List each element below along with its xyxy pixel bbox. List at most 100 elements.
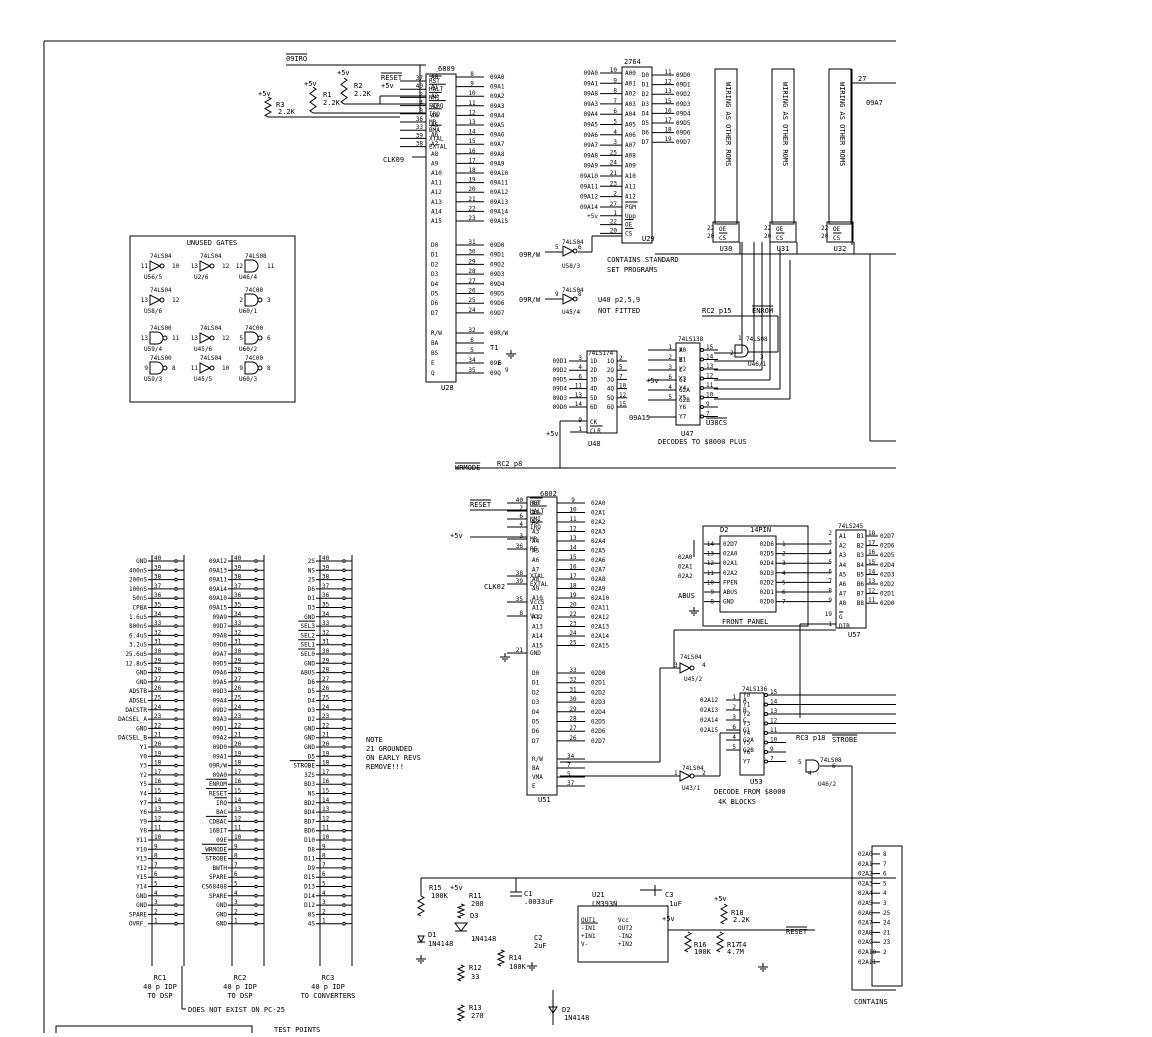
label: A3 xyxy=(839,552,847,559)
label: +5v xyxy=(587,213,598,220)
rc2-pin-label: 09A8 xyxy=(213,632,228,639)
label: R/W xyxy=(431,330,442,337)
rc3-pin-label: 3ZS xyxy=(304,772,315,779)
label: Y1 xyxy=(679,357,687,364)
label: A05 xyxy=(625,122,636,129)
output-bubble xyxy=(700,395,704,400)
rc1-pin-label: Y8 xyxy=(140,828,148,835)
label: 2 xyxy=(732,704,736,711)
rc3-pin-label: GND xyxy=(304,735,315,742)
label: 02A0 xyxy=(723,551,738,558)
label: 10 xyxy=(154,834,162,841)
unused-inverter xyxy=(199,332,212,344)
pin-dot xyxy=(254,680,258,684)
rc3-pin-label: D9 xyxy=(308,865,316,872)
label: 21 xyxy=(883,929,891,936)
pin-dot xyxy=(342,773,346,777)
pin-dot xyxy=(342,791,346,796)
pin-dot xyxy=(254,838,258,842)
u46-2-and-gate xyxy=(805,759,820,773)
label: 16 xyxy=(154,778,162,785)
label: ENROM xyxy=(752,307,773,315)
label: XTAL xyxy=(530,573,545,580)
label: Y2 xyxy=(743,711,751,718)
pin-dot xyxy=(174,596,178,601)
label: 09D7 xyxy=(676,139,691,146)
label: 2764 xyxy=(624,58,641,66)
label: 02A2 xyxy=(591,519,606,526)
pin-dot xyxy=(342,801,346,805)
label: 28 xyxy=(234,667,242,674)
label: 15 xyxy=(619,401,627,408)
rom-wiring-note: WIRING AS OTHER ROMS xyxy=(781,82,789,166)
pin-dot xyxy=(174,838,178,842)
label: U45/2 xyxy=(684,676,702,683)
label: 09A10 xyxy=(580,173,598,180)
label: 20 xyxy=(154,741,162,748)
label: 25 xyxy=(234,695,242,702)
label: 4 xyxy=(883,890,887,897)
label: A10 xyxy=(532,595,543,602)
label: A4 xyxy=(431,112,439,119)
label: 13 xyxy=(664,88,672,95)
label: CLR xyxy=(590,428,601,435)
rc1-pin-label: 800nS xyxy=(129,623,147,630)
label: 27 xyxy=(858,75,866,83)
label: 24 xyxy=(234,704,242,711)
rc2-pin-label: BWTH xyxy=(213,865,228,872)
label: RST xyxy=(530,500,541,507)
label: 02A5 xyxy=(858,900,873,907)
pin-dot xyxy=(174,884,178,889)
label: 34 xyxy=(468,357,476,364)
front-panel-box xyxy=(702,525,809,627)
label: A14 xyxy=(532,633,543,640)
output-bubble xyxy=(764,712,768,716)
label: U30 xyxy=(720,245,733,253)
rc1-pin-label: Y11 xyxy=(136,837,147,844)
label: 40 xyxy=(154,555,162,562)
pin-dot xyxy=(174,680,178,684)
label: 8 xyxy=(234,853,238,860)
label: U57 xyxy=(848,631,861,639)
pin-dot xyxy=(174,894,178,898)
label: 18 xyxy=(322,760,330,767)
label: CONTAINS STANDARD xyxy=(607,256,679,264)
label: R12 xyxy=(469,964,482,972)
label: 74C00 xyxy=(245,325,263,332)
label: 20 xyxy=(610,227,618,234)
label: 29 xyxy=(234,657,242,664)
rc1-pin-label: 12.8uS xyxy=(125,660,147,667)
label: OE xyxy=(833,226,841,233)
label: 09A0 xyxy=(490,74,505,81)
label: 3D xyxy=(590,376,598,383)
label: RESET xyxy=(381,74,403,82)
label: 14 xyxy=(468,129,476,136)
label: 09A7 xyxy=(584,142,599,149)
label: 39 xyxy=(322,564,330,571)
label: 10 xyxy=(569,507,577,514)
pin-dot xyxy=(254,633,258,638)
pin-dot xyxy=(342,754,346,759)
label: 8 xyxy=(828,588,832,595)
label: R13 xyxy=(469,1004,482,1012)
label: 29 xyxy=(322,657,330,664)
label: 09R/W xyxy=(519,296,541,304)
pin-dot xyxy=(174,819,178,824)
label: OUT2 xyxy=(618,925,633,932)
label: V- xyxy=(581,941,588,948)
rc2-pin-label: 09A5 xyxy=(213,679,228,686)
label: 40 xyxy=(516,497,524,504)
pin-dot xyxy=(254,698,258,703)
rc2-pin-label: SPARE xyxy=(209,893,227,900)
label: 14 xyxy=(569,545,577,552)
label: 26 xyxy=(154,685,162,692)
label: 5 xyxy=(555,244,559,251)
label: SET PROGRAMS xyxy=(607,266,658,274)
label: 02D3 xyxy=(591,699,606,706)
label: GND xyxy=(530,650,541,657)
label: Y7 xyxy=(743,759,751,766)
label: 3 xyxy=(828,540,832,547)
label: BMA xyxy=(429,127,440,134)
label: CS xyxy=(833,235,841,242)
label: 09E xyxy=(490,360,501,367)
